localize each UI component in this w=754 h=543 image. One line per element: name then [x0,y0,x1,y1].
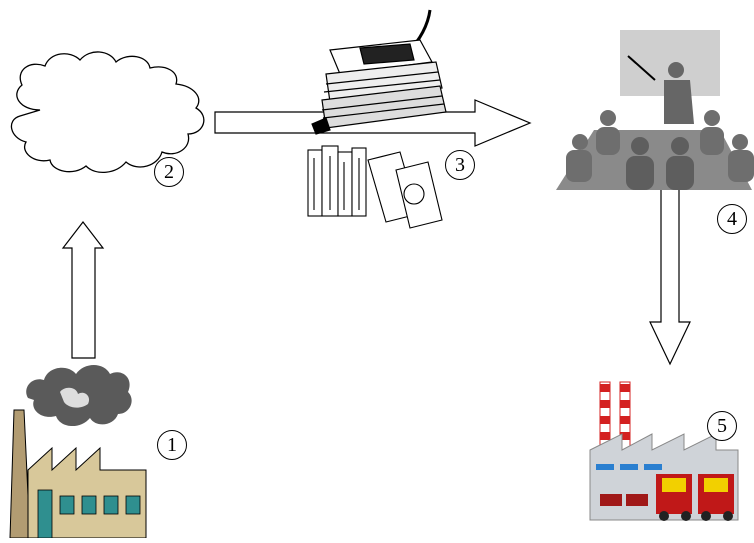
step-1-number: 1 [157,430,187,460]
step-2-number: 2 [154,157,184,187]
presentation-meeting-icon [556,30,754,190]
arrow-down [649,179,691,366]
factory-trucks-icon [589,381,739,521]
step-4-number: 4 [717,204,747,234]
arrow-up [61,221,105,359]
step-3-number: 3 [445,150,475,180]
step-5-number: 5 [707,411,737,441]
cloud-icon [10,51,205,173]
books-icon [307,145,443,229]
factory-smoke-icon [9,365,147,539]
arrow-right [214,99,532,147]
documents-stack-icon [311,9,447,135]
